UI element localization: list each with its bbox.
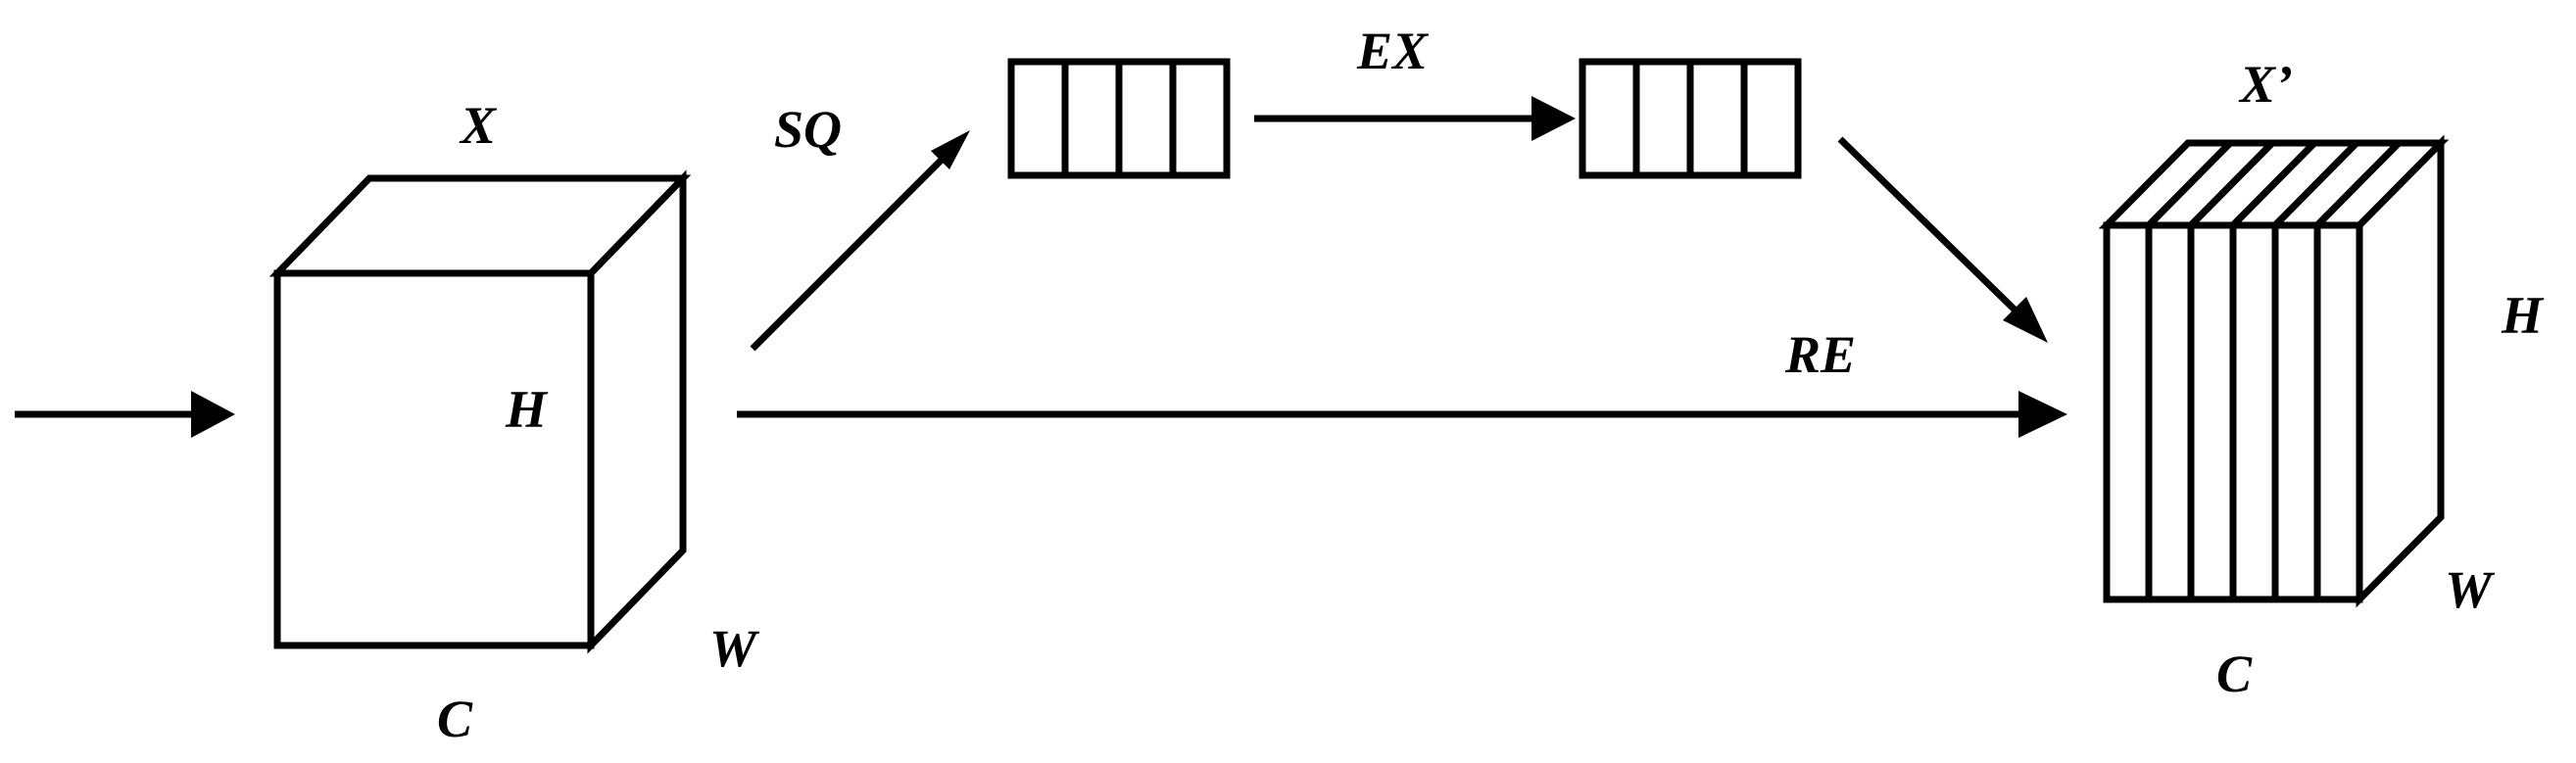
output-cube-top-face [2098, 139, 2450, 229]
scale-arrow [1837, 136, 2048, 343]
output-top-slice-3 [2182, 139, 2323, 229]
output-channel-slice-2 [2145, 221, 2195, 603]
output-top-slice-6 [2309, 139, 2450, 229]
input-height-label: H [505, 380, 549, 439]
output-top-slice-4 [2224, 139, 2365, 229]
input-cube-top-face [268, 174, 692, 277]
reweight-arrow [737, 391, 2067, 438]
excitation-cell-1 [1579, 58, 1640, 179]
excitation-cell-4 [1740, 58, 1802, 179]
squeeze-vector [1007, 58, 1231, 179]
output-height-label: H [2501, 286, 2545, 345]
excitation-label: EX [1356, 22, 1430, 80]
excitation-vector [1579, 58, 1802, 179]
input-width-label: W [709, 619, 760, 678]
input-tensor-label: X [459, 96, 498, 155]
input-arrow [15, 391, 235, 438]
output-channel-slice-4 [2229, 221, 2279, 603]
reweight-label: RE [1784, 325, 1856, 384]
input-cube-side-face [587, 169, 687, 654]
input-cube-front-face [273, 269, 595, 649]
excitation-cell-3 [1686, 58, 1748, 179]
output-top-slice-2 [2140, 139, 2281, 229]
squeeze-arrow [750, 130, 970, 352]
squeeze-label: SQ [774, 100, 842, 159]
input-channels-label: C [437, 690, 473, 748]
squeeze-cell-2 [1061, 58, 1123, 179]
output-channel-slice-5 [2271, 221, 2321, 603]
squeeze-cell-3 [1115, 58, 1177, 179]
squeeze-cell-1 [1007, 58, 1069, 179]
input-feature-cube [268, 169, 692, 654]
output-channels-label: C [2216, 644, 2253, 703]
output-top-slice-5 [2266, 139, 2407, 229]
excitation-cell-2 [1632, 58, 1694, 179]
output-feature-cube [2098, 134, 2450, 608]
output-channel-slice-3 [2187, 221, 2237, 603]
output-channel-slice-6 [2313, 221, 2363, 603]
output-tensor-label: X’ [2238, 55, 2293, 114]
output-top-slice-1 [2098, 139, 2239, 229]
output-width-label: W [2445, 560, 2496, 619]
excitation-arrow [1254, 96, 1576, 141]
output-channel-slice-1 [2103, 221, 2153, 603]
output-cube-side-face [2356, 134, 2445, 608]
output-cube-front-face [2103, 221, 2363, 603]
squeeze-cell-4 [1169, 58, 1231, 179]
